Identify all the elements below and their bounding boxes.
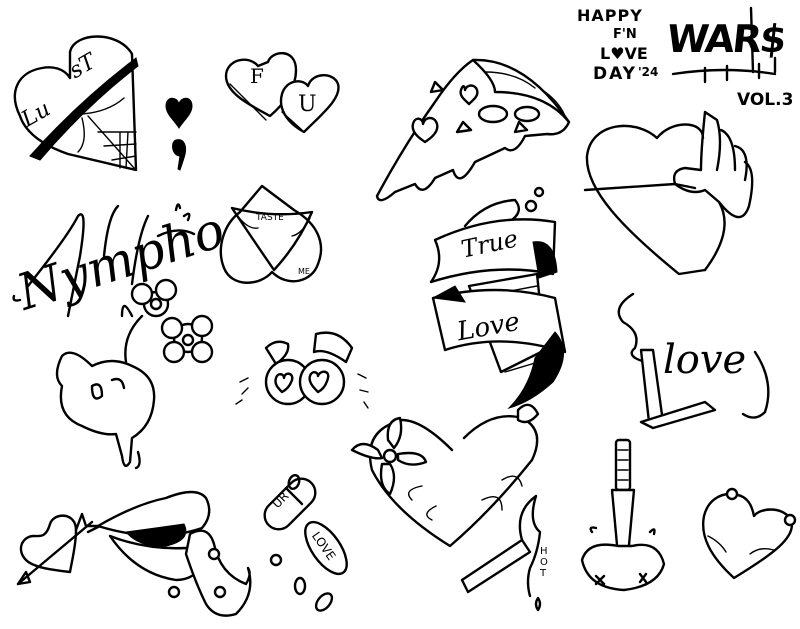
joint-love-text: love	[663, 337, 747, 383]
panty-text-me: ME	[298, 267, 310, 276]
lust-heart-icon	[13, 35, 139, 172]
title-line-love: L♥VE	[600, 44, 648, 63]
design-heart-eyes	[228, 326, 378, 426]
design-candy-hearts: F U	[222, 50, 346, 136]
design-true-love-cup: True Love	[405, 182, 585, 412]
daisy-icon	[130, 278, 178, 318]
floral-heart-icon	[350, 403, 540, 548]
design-pills: UR LOVE	[256, 470, 366, 620]
pills-icon	[263, 474, 348, 612]
design-pizza-slice	[375, 52, 575, 212]
design-lust-heart: Lu sT	[8, 32, 139, 172]
volume-label: VOL.3	[737, 90, 794, 110]
design-floral-heart	[342, 390, 554, 550]
panty-text-taste: TASTE	[256, 213, 284, 223]
lily-icon	[350, 416, 428, 496]
title-line-happy: HAPPY	[577, 6, 643, 25]
design-joint-love: love	[605, 292, 785, 432]
hot-text: HOT	[540, 546, 548, 579]
joint-smoke-icon	[617, 292, 770, 430]
title-line-fn: F'N	[613, 27, 637, 42]
candy-text-u: U	[298, 92, 317, 117]
title-block: HAPPY F'N L♥VE DAY '24	[575, 8, 665, 98]
candy-hearts-icon	[224, 52, 340, 134]
semicolon-heart-icon	[165, 97, 193, 171]
hand-heart-icon	[583, 110, 754, 276]
design-arrow-heart	[14, 510, 102, 590]
nympho-flourish-icon	[12, 203, 196, 318]
artist-tag: WAR$ VOL.3	[665, 6, 795, 110]
design-lips-tongue	[96, 484, 256, 624]
hot-match-icon	[460, 494, 542, 612]
design-panty-heart: TASTE ME	[218, 184, 328, 294]
design-hand-heart	[583, 110, 760, 280]
panty-heart-icon	[219, 184, 323, 284]
design-knife-lips	[578, 436, 668, 596]
design-nympho-script: Nympho	[8, 196, 231, 336]
pizza-slice-icon	[375, 58, 571, 202]
design-boob-heart	[700, 486, 797, 582]
lips-tongue-icon	[96, 490, 252, 617]
flower-heart-hand-icon	[55, 278, 214, 470]
graffiti-drip-icon	[671, 6, 777, 84]
heart-eyes-icon	[235, 331, 369, 409]
design-flower-heart-hand	[42, 276, 222, 476]
title-line-day: DAY	[593, 64, 637, 84]
boob-heart-icon	[701, 487, 797, 580]
design-hot-match: HOT	[458, 492, 558, 616]
title-year: '24	[638, 65, 659, 79]
candy-text-f: F	[250, 64, 264, 88]
design-semicolon-heart	[164, 96, 194, 176]
true-love-cup-icon	[429, 186, 567, 409]
knife-lips-icon	[580, 438, 666, 592]
arrow-heart-icon	[16, 512, 102, 586]
